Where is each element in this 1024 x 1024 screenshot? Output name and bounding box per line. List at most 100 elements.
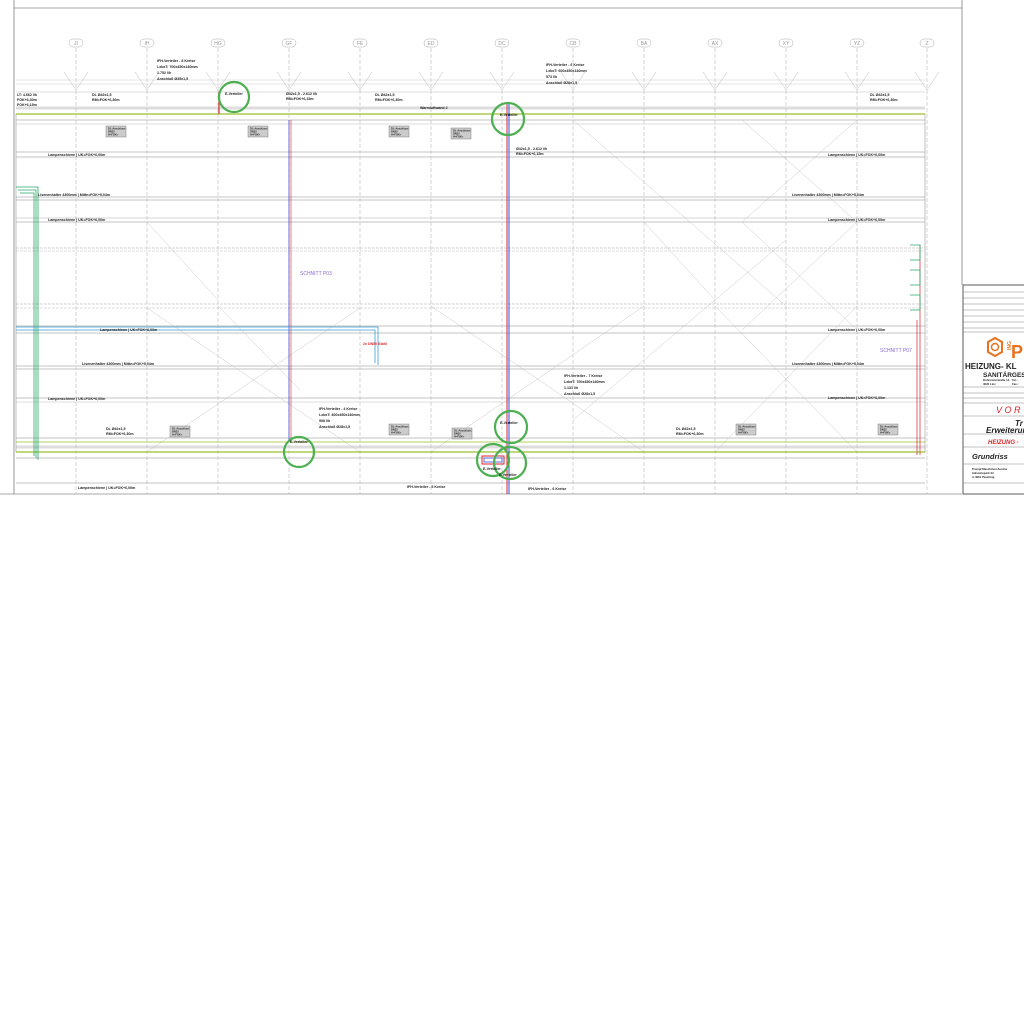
highlight-gf: [282, 435, 316, 469]
highlight-dc-2: [475, 442, 511, 478]
company-line-2: SANITÄRGES: [983, 371, 1024, 379]
ifh-other-title: IFH-Verteiler - 6 Kreise: [528, 487, 566, 491]
ifh4-title: IFH-Verteiler - 4 Kreise: [319, 407, 357, 411]
ifh6-title: IFH-Verteiler - 6 Kreise: [546, 63, 584, 67]
annotations: IFH-Verteiler - 8 Kreise LxbxT: 700x450x…: [17, 59, 912, 491]
dl-label-3b: RM=FOK+6,30m: [870, 98, 898, 102]
dl-anschluss-box: [247, 125, 269, 138]
dl-anschluss-text: DL-Anschluss: [391, 425, 409, 429]
dl-anschluss-text: DN32: [880, 428, 887, 432]
dl-anschluss-text: H=FOK+: [391, 133, 402, 137]
grid-label-fe: FE: [357, 41, 364, 47]
grid-bubble: [919, 38, 935, 48]
dl-anschluss-text: DN32: [738, 428, 745, 432]
highlight-circles: [217, 80, 529, 481]
highlight-dc-top: [490, 101, 526, 137]
grid-bubble: [707, 38, 723, 48]
dl-anschluss-text: DL-Anschluss: [172, 427, 190, 431]
lamp-label-4: Lampenschiene | UK=FOK+6,00m: [48, 397, 105, 401]
ifh-pipe-1: Ø42x1,5 - 2.612 l/h: [286, 92, 317, 96]
e-verteiler-dc4: E-Verteiler: [499, 473, 517, 477]
plan-label: Grundriss: [972, 452, 1008, 461]
company-line-1: HEIZUNG- KL: [965, 362, 1017, 371]
dl-anschluss-text: H=FOK+: [454, 435, 465, 439]
grid-label-hg: HG: [214, 41, 222, 47]
lamp-label-9: Lampenschiene | UK=FOK+6,00m: [828, 396, 885, 400]
dl-anschluss-text: DL-Anschluss: [391, 127, 409, 131]
address-1: Rohrmannstraße 14: [983, 378, 1010, 382]
grid-label-cb: CB: [570, 41, 578, 47]
lamp-label-5: Lampenschiene | UK=FOK+6,00m: [78, 486, 135, 490]
dl-anschluss-box: [877, 423, 899, 436]
grid-bubble: [636, 38, 652, 48]
bracing-lines: [146, 119, 858, 453]
dl-anschluss-text: DN32: [391, 130, 398, 134]
project-line-1: Tr: [1015, 419, 1024, 428]
grid-label-ax: AX: [712, 41, 719, 47]
dl-anschluss-text: DL-Anschluss: [454, 429, 472, 433]
grid-bubble: [423, 38, 439, 48]
client-1: Trumpf Maschinen Austria: [972, 467, 1007, 471]
ifh8-conn: Anschluß Ø35x1,5: [157, 77, 188, 81]
client-2: Industriepark 24: [972, 471, 994, 475]
grid-label-ed: ED: [428, 41, 435, 47]
dl-anschluss-text: DN32: [172, 430, 179, 434]
lamp-label-8: Lampenschiene | UK=FOK+6,00m: [828, 328, 885, 332]
grid-label-dc: DC: [498, 41, 506, 47]
trade-label: HEIZUNG -: [988, 440, 1019, 446]
ifh6-size: LxbxT: 600x450x140mm: [546, 69, 587, 73]
dl-anschluss-text: H=FOK+: [880, 431, 891, 435]
grid-bubble: [210, 38, 226, 48]
left-value-3: FOK+6,15m: [17, 103, 37, 107]
lamp-label-3: Lampenschiene | UK=FOK+6,00m: [100, 328, 157, 332]
dl-connection-boxes: DL-AnschlussDN32H=FOK+DL-AnschlussDN32H=…: [105, 125, 899, 440]
dl-anschluss-text: DL-Anschluss: [453, 129, 471, 133]
dl-anschluss-box: [450, 127, 472, 140]
dl-anschluss-text: DL-Anschluss: [738, 425, 756, 429]
grid-bubble: [778, 38, 794, 48]
dl-anschluss-text: H=FOK+: [738, 431, 749, 435]
ifh4-flow: 908 l/h: [319, 419, 330, 423]
e-verteiler-hg: E-Verteiler: [225, 92, 243, 96]
grid-label-yz: YZ: [854, 41, 860, 47]
dl-anschluss-text: H=FOK+: [391, 431, 402, 435]
grid-label-z: Z: [925, 41, 928, 47]
grid-label-gf: GF: [286, 41, 293, 47]
dl-anschluss-box: [388, 125, 410, 138]
red-note: 2x DN50 Stahl: [363, 342, 387, 346]
grid-bubble: [352, 38, 368, 48]
fax: Fax.:: [1012, 382, 1019, 386]
highlight-dc-1: [493, 409, 529, 445]
grid-label-ih: IH: [145, 41, 150, 47]
e-verteiler-dc: E-Verteiler: [500, 113, 518, 117]
dl-anschluss-text: DN32: [108, 130, 115, 134]
ifh7-conn: Anschluß Ø28x1,5: [564, 392, 595, 396]
grid-bubble: [494, 38, 510, 48]
e-verteiler-dc3: E-Verteiler: [483, 467, 501, 471]
lisene-label-4: Lisenenhalter 4300mm | Mitte=FOK+5,04m: [792, 362, 864, 366]
grid-label-xy: XY: [783, 41, 790, 47]
pipes: [16, 92, 925, 494]
schnitt-p03[interactable]: SCHNITT P03: [300, 271, 332, 277]
ifh4-conn: Anschluß Ø28x1,5: [319, 425, 350, 429]
dl-anschluss-box: [735, 423, 757, 436]
ifh5-title: IFH-Verteiler - 5 Kreise: [407, 485, 445, 489]
highlight-hg: [217, 80, 251, 114]
ifh-pipe-2b: RM=FOK+6,15m: [516, 152, 544, 156]
left-value-1: LT: 4.662 l/h: [17, 93, 37, 97]
lamp-label-1: Lampenschiene | UK=FOK+6,00m: [48, 153, 105, 157]
project-line-2: Erweiterun: [986, 426, 1024, 435]
ifh-pipe-2: Ø42x1,5 - 2.612 l/h: [516, 147, 547, 151]
stage-label: V O R: [996, 405, 1021, 415]
dl-label-2b: RM=FOK+6,30m: [375, 98, 403, 102]
e-verteiler-dc2: E-Verteiler: [500, 421, 518, 425]
dl-anschluss-text: H=FOK+: [250, 133, 261, 137]
dl-anschluss-box: [388, 423, 410, 436]
grid-bubble: [139, 38, 155, 48]
phone: Tel.:: [1012, 378, 1018, 382]
dl-label-3: DL Ø42x1,5: [870, 93, 890, 97]
schnitt-p07[interactable]: SCHNITT P07: [880, 348, 912, 354]
dl-anschluss-text: DL-Anschluss: [880, 425, 898, 429]
ifh6-conn: Anschluß Ø28x1,5: [546, 81, 577, 85]
